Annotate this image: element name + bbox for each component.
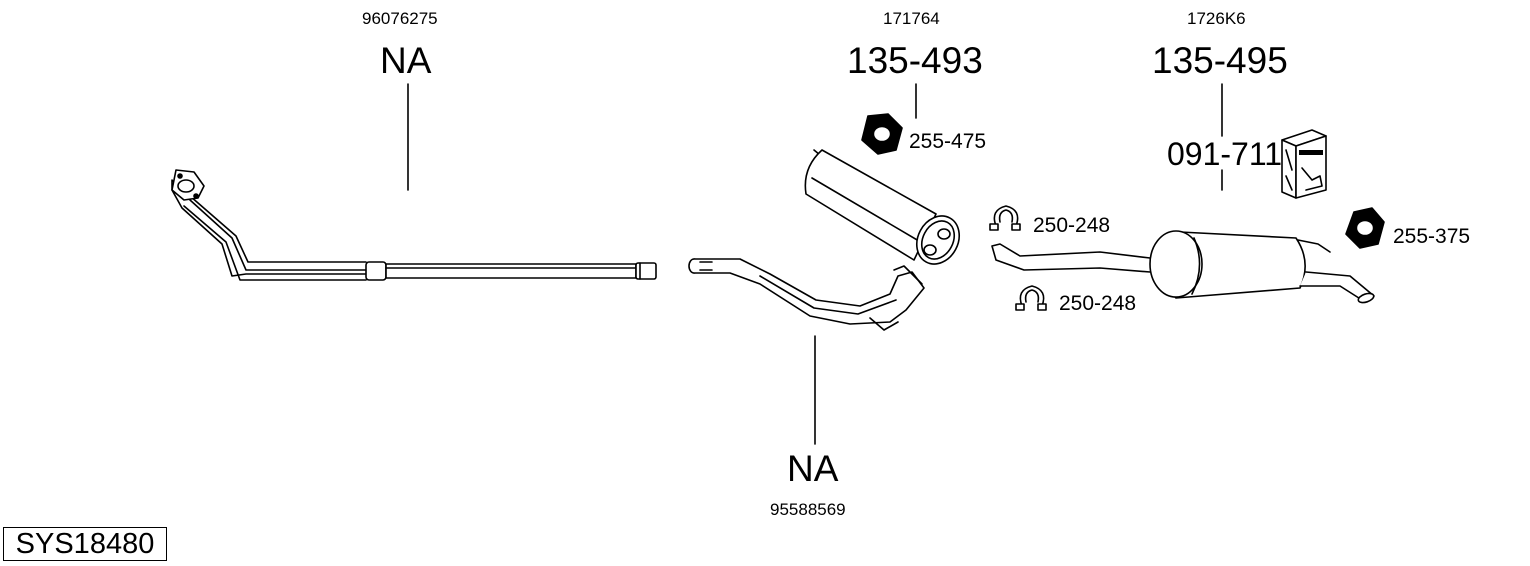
- oe-number-middle-silencer: 171764: [883, 9, 940, 28]
- gasket-icon-rear: [1345, 207, 1385, 249]
- clamp-icon-lower: [1015, 285, 1047, 311]
- part-number-middle-silencer: 135-493: [847, 40, 983, 81]
- clamp-icon-upper: [989, 205, 1021, 231]
- connecting-pipe-drawing: [688, 258, 925, 331]
- clamp-upper-number: 250-248: [1033, 214, 1111, 237]
- part-number-connecting-pipe: NA: [787, 448, 839, 489]
- mounting-kit-number: 091-711: [1167, 136, 1283, 172]
- middle-silencer-drawing: [804, 149, 961, 265]
- front-pipe-drawing: [171, 169, 657, 281]
- gasket-front-number: 255-475: [909, 130, 987, 153]
- clamp-lower-number: 250-248: [1059, 292, 1137, 315]
- part-number-rear-silencer: 135-495: [1152, 40, 1288, 81]
- rear-silencer-drawing: [991, 230, 1375, 304]
- mounting-kit-box-icon: [1281, 129, 1327, 199]
- oe-number-rear-silencer: 1726K6: [1187, 9, 1246, 28]
- oe-number-connecting-pipe: 95588569: [770, 500, 846, 519]
- gasket-rear-number: 255-375: [1393, 225, 1471, 248]
- system-code-label: SYS18480: [3, 527, 167, 561]
- part-number-front-pipe: NA: [380, 40, 432, 81]
- gasket-icon-front: [861, 113, 903, 155]
- oe-number-front-pipe: 96076275: [362, 9, 438, 28]
